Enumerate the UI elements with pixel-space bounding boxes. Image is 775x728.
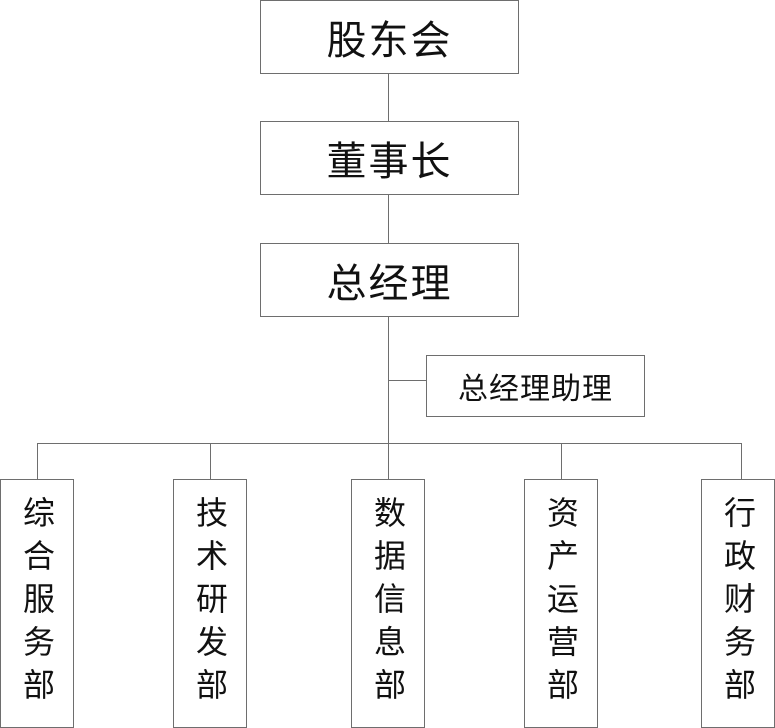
- connector-gm-trunk: [388, 316, 389, 443]
- chairman-box: 董事长: [260, 121, 519, 195]
- connector-dept-2: [210, 443, 211, 479]
- department-label-2: 技术研发部: [191, 496, 229, 711]
- shareholders-label: 股东会: [326, 18, 453, 64]
- connector-dept-3: [388, 443, 389, 479]
- gm-assistant-label: 总经理助理: [458, 372, 613, 407]
- department-box-4: 资产运营部: [524, 479, 598, 728]
- connector-chairman-gm: [388, 194, 389, 243]
- connector-dept-4: [561, 443, 562, 479]
- department-box-1: 综合服务部: [0, 479, 74, 728]
- connector-dept-5: [741, 443, 742, 479]
- department-label-3: 数据信息部: [369, 496, 407, 711]
- chairman-label: 董事长: [326, 139, 453, 185]
- connector-department-bus: [37, 443, 741, 444]
- department-box-3: 数据信息部: [351, 479, 425, 728]
- general-manager-box: 总经理: [260, 243, 519, 317]
- department-box-2: 技术研发部: [173, 479, 247, 728]
- department-label-1: 综合服务部: [18, 496, 56, 711]
- connector-assistant-branch: [388, 380, 426, 381]
- general-manager-label: 总经理: [326, 261, 453, 307]
- department-label-4: 资产运营部: [542, 496, 580, 711]
- connector-dept-1: [37, 443, 38, 479]
- department-label-5: 行政财务部: [719, 496, 757, 711]
- shareholders-box: 股东会: [260, 0, 519, 74]
- gm-assistant-box: 总经理助理: [426, 355, 645, 417]
- connector-shareholders-chairman: [388, 73, 389, 121]
- department-box-5: 行政财务部: [701, 479, 775, 728]
